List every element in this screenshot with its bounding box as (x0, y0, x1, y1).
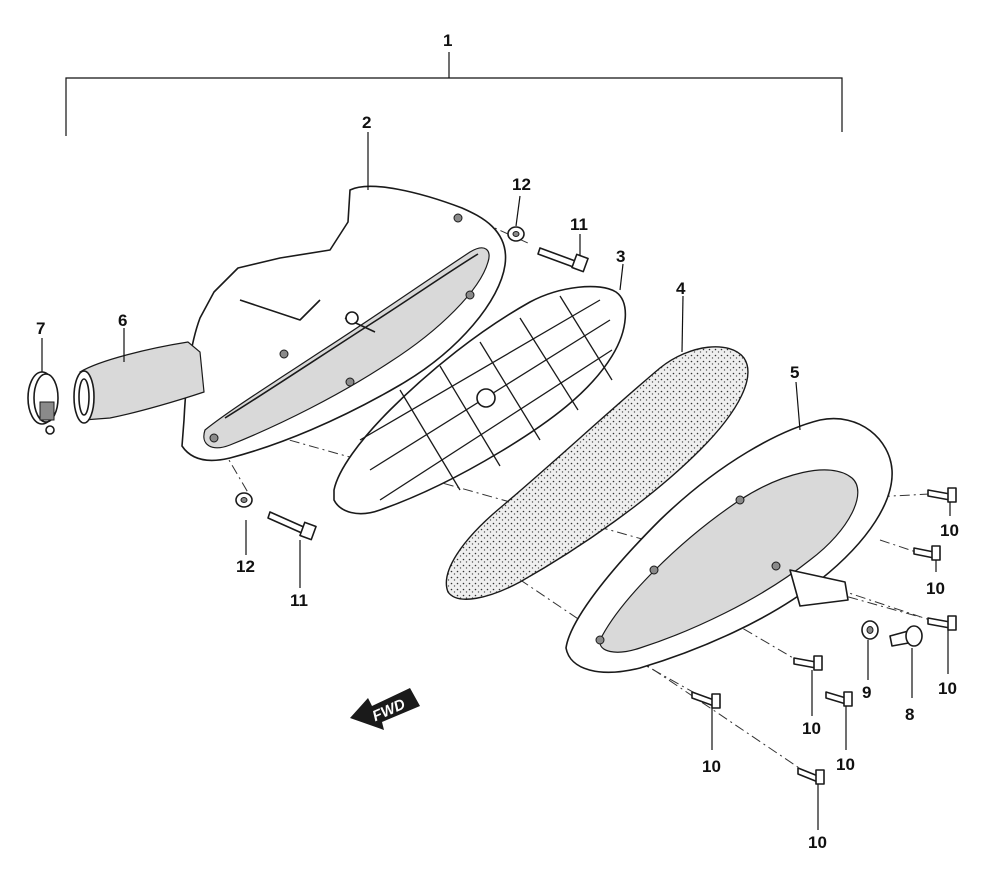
callout-11b: 11 (290, 591, 308, 610)
fwd-direction-arrow: FWD (350, 688, 420, 730)
callout-8: 8 (905, 705, 914, 724)
callout-7: 7 (36, 319, 45, 338)
callout-12a: 12 (512, 175, 531, 194)
intake-duct (73, 341, 205, 424)
callout-10f: 10 (702, 757, 721, 776)
callout-12b: 12 (236, 557, 255, 576)
hose-clamp (27, 371, 59, 435)
callout-10d: 10 (802, 719, 821, 738)
washer-top (507, 226, 525, 242)
callout-10a: 10 (940, 521, 959, 540)
screw-5 (825, 691, 853, 707)
callout-1: 1 (443, 31, 452, 50)
leader-lines (41, 132, 951, 830)
callout-6: 6 (118, 311, 127, 330)
air-cleaner-case (181, 185, 507, 462)
screw-6 (691, 691, 721, 709)
screw-1 (927, 487, 957, 503)
callout-2: 2 (362, 113, 371, 132)
screws (691, 487, 957, 785)
filter-frame (333, 285, 627, 515)
bolt-top (537, 247, 589, 273)
foam-filter-element (445, 346, 749, 600)
air-cleaner-cover (565, 417, 893, 674)
callout-3: 3 (616, 247, 625, 266)
callout-10e: 10 (836, 755, 855, 774)
callout-10g: 10 (808, 833, 827, 852)
washer-bottom (235, 492, 253, 508)
screw-2 (913, 545, 941, 561)
pin-8 (889, 625, 923, 647)
bolt-bottom (267, 511, 317, 541)
callout-5: 5 (790, 363, 799, 382)
callout-11a: 11 (570, 215, 588, 234)
callout-4: 4 (676, 279, 686, 298)
fwd-label: FWD (370, 696, 408, 725)
screw-4 (793, 655, 823, 671)
screw-3 (927, 615, 957, 631)
screw-7 (797, 767, 825, 785)
callout-10c: 10 (938, 679, 957, 698)
assembly-bracket (65, 52, 843, 136)
washer-9 (861, 620, 879, 640)
callout-labels: 1 2 3 4 5 6 7 8 9 10 10 10 10 10 10 10 1… (36, 31, 959, 852)
callout-10b: 10 (926, 579, 945, 598)
callout-9: 9 (862, 683, 871, 702)
